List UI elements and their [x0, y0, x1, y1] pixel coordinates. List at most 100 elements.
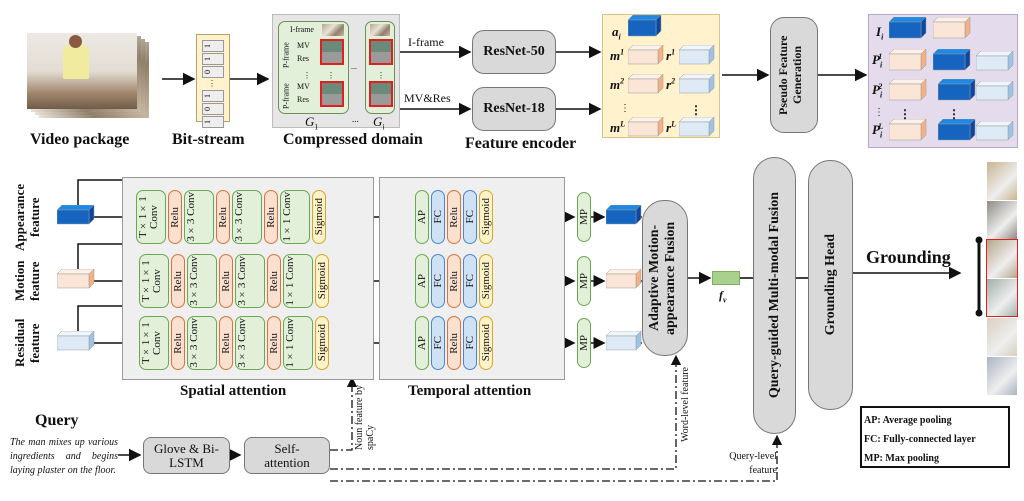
spatial-block-t-1-1-conv: T×1×1 Conv — [139, 254, 169, 308]
spatial-block-t-1-1-conv: T×1×1 Conv — [136, 190, 166, 244]
pseudo-ellipsis-3: ⋮ — [948, 107, 960, 121]
adaptive-fusion-box: Adaptive Motion-appearance Fusion — [642, 200, 688, 356]
spatial-block-3-3-conv: 3×3 Conv — [187, 254, 217, 308]
output-cube-2 — [606, 331, 642, 351]
motion-cube-2 — [628, 74, 664, 94]
bit-cell: 1 — [202, 116, 224, 128]
bit-cell: 1 — [202, 40, 224, 52]
noun-feature-annot: Noun feature by spaCy — [352, 380, 380, 450]
vertical-ellipsis: ⋮ — [303, 71, 311, 80]
gi-thumb-1 — [369, 39, 393, 65]
legend-item-fc: FC: Fully-connected layer — [864, 434, 976, 445]
max-pool-block: MP — [577, 256, 591, 306]
spatial-block-3-3-conv: 3×3 Conv — [232, 190, 262, 244]
legend-box: AP: Average pooling FC: Fully-connected … — [860, 406, 1010, 468]
word-level-label: Word-level feature — [680, 367, 691, 443]
iframe-thumb — [322, 24, 344, 36]
fv-vector — [712, 271, 740, 285]
pseudo-P-label-L: PiL — [872, 122, 884, 140]
feature-r-label-2: r2 — [666, 77, 676, 93]
group-gi: ⋮ — [365, 21, 395, 114]
pseudo-P-motion-L — [889, 119, 927, 141]
pframe-label-1: P-frame — [281, 42, 291, 68]
group-label-ellipsis: ... — [352, 114, 359, 124]
spatial-block-3-3-conv: 3×3 Conv — [235, 316, 265, 370]
feature-r-label-1: r1 — [666, 48, 676, 64]
temporal-block-fc: FC — [463, 254, 477, 308]
bit-cell: 0 — [202, 103, 224, 115]
bit-cell: 0 — [202, 66, 224, 78]
grounding-head-box: Grounding Head — [808, 160, 853, 410]
spatial-block-1-1-conv: 1×1 Conv — [283, 254, 313, 308]
bit-cell: 1 — [202, 53, 224, 65]
spatial-block-relu: Relu — [264, 190, 278, 244]
temporal-attention-label: Temporal attention — [408, 383, 532, 399]
query-level-line — [330, 434, 783, 482]
temporal-block-fc: FC — [431, 254, 445, 308]
temporal-block-sigmoid: Sigmoid — [479, 316, 493, 370]
word-level-line — [330, 354, 682, 470]
person-shirt — [63, 45, 89, 79]
temporal-block-ap: AP — [415, 190, 429, 244]
output-cube-1 — [606, 269, 642, 289]
spatial-block-3-3-conv: 3×3 Conv — [184, 190, 214, 244]
gi-thumb-2 — [369, 81, 393, 107]
feature-a-label: ai — [612, 24, 621, 42]
spatial-block-relu: Relu — [219, 254, 233, 308]
bracket-end-dot — [975, 309, 983, 317]
feature-m-label-1: m1 — [610, 48, 625, 64]
input-cube-1 — [57, 269, 95, 289]
temporal-block-fc: FC — [431, 190, 445, 244]
noun-feature-label: Noun feature by spaCy — [354, 385, 376, 450]
query-text: The man mixes up various ingredients and… — [10, 437, 118, 476]
strip-frame-2 — [987, 240, 1017, 278]
pseudo-feature-label: Pseudo Feature Generation — [776, 35, 804, 115]
grounding-head-label: Grounding Head — [822, 234, 838, 336]
spatial-block-relu: Relu — [219, 316, 233, 370]
group-ellipsis: ... — [351, 62, 357, 71]
bit-cell: ⋮ — [208, 79, 216, 88]
bit-cell: 1 — [202, 90, 224, 102]
pseudo-I-motion — [933, 17, 971, 39]
spatial-block-relu: Relu — [267, 254, 281, 308]
video-package-label: Video package — [30, 131, 130, 148]
spatial-block-relu: Relu — [171, 254, 185, 308]
spatial-block-1-1-conv: 1×1 Conv — [280, 190, 310, 244]
vertical-ellipsis: ⋮ — [377, 71, 385, 80]
bracket-start-dot — [975, 236, 983, 244]
group-gi-label: Gi — [373, 114, 385, 132]
legend-item-ap: AP: Average pooling — [864, 415, 952, 426]
spatial-block-1-1-conv: 1×1 Conv — [283, 316, 313, 370]
feature-encoder-label: Feature encoder — [465, 135, 577, 152]
temporal-block-relu: Relu — [447, 254, 461, 308]
iframe-label: I-frame — [290, 25, 314, 34]
spatial-block-3-3-conv: 3×3 Conv — [235, 254, 265, 308]
strip-frame-4 — [987, 318, 1017, 356]
temporal-block-relu: Relu — [447, 190, 461, 244]
strip-frame-3 — [987, 279, 1017, 317]
temporal-block-sigmoid: Sigmoid — [479, 190, 493, 244]
pseudo-P-appearance-2 — [938, 79, 976, 101]
mv-label-1: MV — [297, 41, 310, 50]
glove-bilstm-box: Glove & Bi-LSTM — [143, 437, 230, 474]
spatial-block-relu: Relu — [168, 190, 182, 244]
pseudo-P-motion-2 — [889, 79, 927, 101]
compressed-domain-label: Compressed domain — [283, 131, 423, 148]
pseudo-I-appearance — [889, 17, 927, 39]
strip-frame-0 — [987, 162, 1017, 200]
grounding-label: Grounding — [866, 247, 951, 267]
strip-frame-1 — [987, 201, 1017, 239]
pseudo-P-label-2: Pi2 — [872, 82, 883, 100]
res-label-1: Res — [297, 54, 309, 63]
temporal-block-fc: FC — [463, 316, 477, 370]
spatial-block-relu: Relu — [171, 316, 185, 370]
spatial-attention-label: Spatial attention — [180, 383, 287, 399]
resnet50-box: ResNet-50 — [472, 30, 556, 74]
spatial-block-relu: Relu — [216, 190, 230, 244]
motion-cube-L — [628, 117, 664, 137]
motion-ellipsis: ⋮ — [620, 103, 630, 114]
mv-res-thumb-2 — [320, 81, 344, 107]
temporal-block-relu: Relu — [447, 316, 461, 370]
self-attention-box: Self-attention — [244, 437, 330, 474]
